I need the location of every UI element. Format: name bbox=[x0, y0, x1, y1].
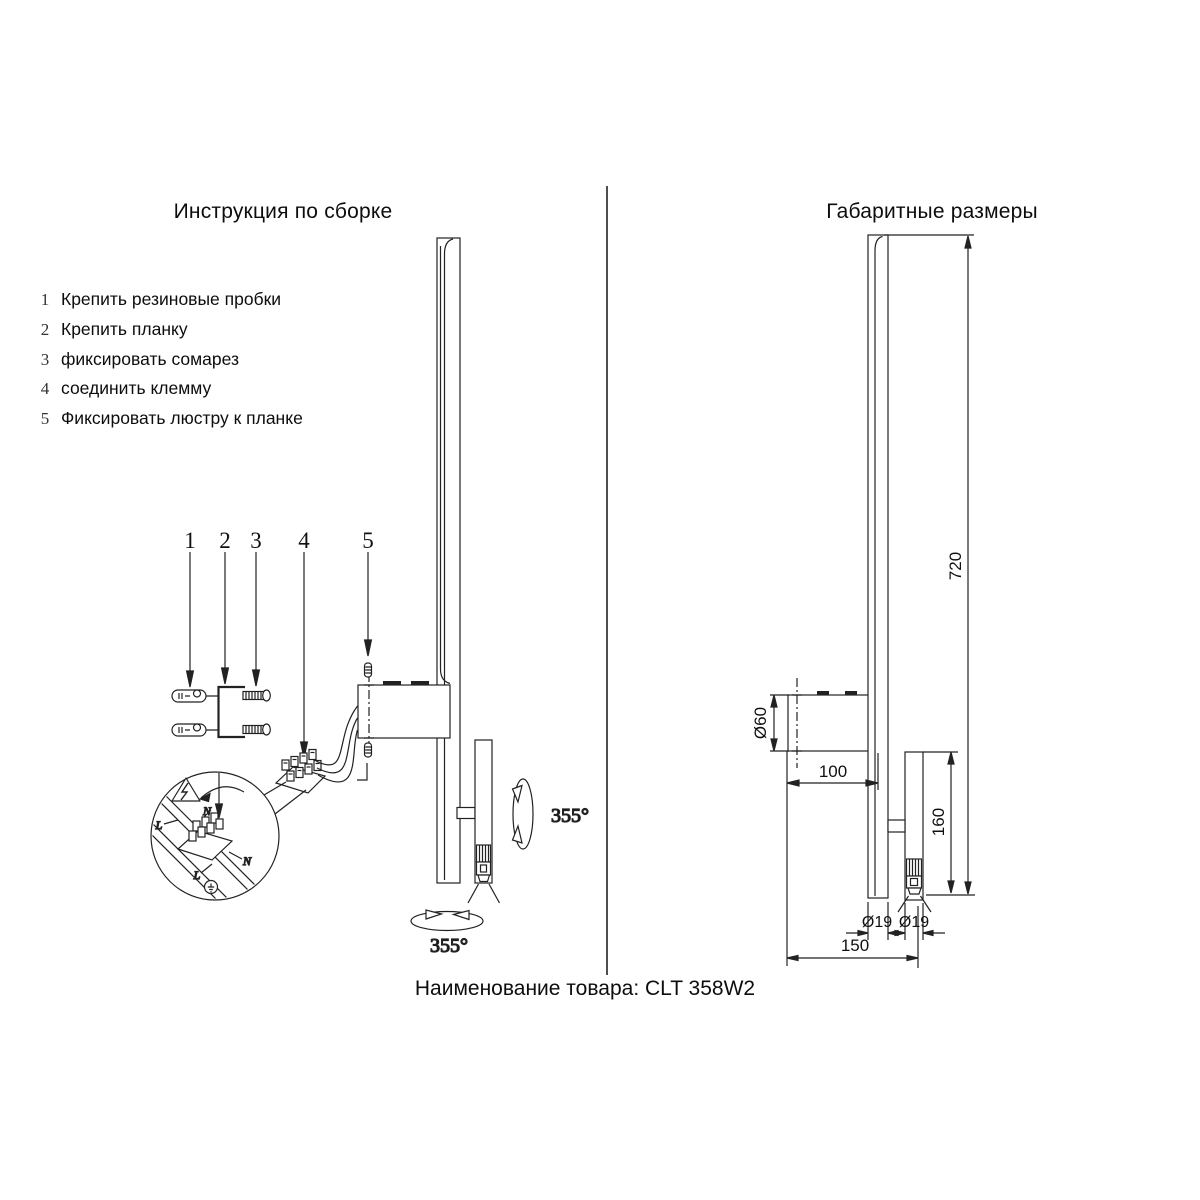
screw bbox=[242, 723, 271, 736]
right-panel-title: Габаритные размеры bbox=[826, 200, 1038, 223]
spot-head bbox=[467, 844, 501, 904]
callout-3: 3 bbox=[250, 528, 262, 553]
left-panel-title: Инструкция по сборке bbox=[173, 200, 393, 223]
dim-720-label: 720 bbox=[946, 552, 965, 580]
product-name-label: Наименование товара: CLT 358W2 bbox=[414, 977, 756, 1000]
mount-box-dim bbox=[787, 678, 879, 768]
wire-label-l: L bbox=[193, 868, 201, 882]
tube-bracket-dim bbox=[887, 819, 906, 833]
fixing-screw-top bbox=[363, 662, 373, 678]
dim-160-label: 160 bbox=[929, 808, 948, 836]
light-beam bbox=[467, 883, 501, 904]
left-assembly-diagram: N L N L bbox=[150, 237, 590, 958]
dim-150-label: 150 bbox=[841, 936, 869, 955]
wires bbox=[315, 705, 359, 783]
step-number: 3 bbox=[40, 349, 50, 369]
step-item: 5 Фиксировать люстру к планке bbox=[36, 408, 303, 438]
callout-1: 1 bbox=[184, 528, 196, 553]
step-number: 4 bbox=[40, 379, 50, 399]
step-item: 4 соединить клемму bbox=[36, 378, 303, 408]
step-number: 5 bbox=[40, 409, 50, 429]
step-number: 2 bbox=[40, 319, 50, 339]
dim-height bbox=[884, 234, 974, 895]
rubber-plug bbox=[171, 723, 207, 737]
dim-60-label: Ø60 bbox=[751, 707, 770, 739]
callout-leaders bbox=[185, 552, 373, 759]
step-text: Фиксировать люстру к планке bbox=[61, 408, 303, 429]
spot-head-dim bbox=[897, 858, 932, 913]
dim-19-right-label: Ø19 bbox=[899, 914, 929, 931]
ground-icon bbox=[203, 879, 219, 895]
dim-box-diameter bbox=[770, 694, 789, 752]
terminal-block bbox=[274, 748, 327, 794]
mounting-strap bbox=[217, 685, 245, 739]
step-item: 1 Крепить резиновые пробки bbox=[36, 289, 303, 319]
tube-bracket bbox=[456, 806, 476, 820]
mount-hole bbox=[411, 681, 429, 685]
mount-hole bbox=[383, 681, 401, 685]
callout-numbers: 1 2 3 4 5 bbox=[184, 528, 374, 553]
lamp-bar-dim bbox=[867, 234, 889, 899]
step-text: Крепить резиновые пробки bbox=[61, 289, 282, 309]
right-dimension-drawing bbox=[770, 234, 975, 968]
step-item: 2 Крепить планку bbox=[36, 319, 303, 349]
wire-label-l: L bbox=[155, 818, 163, 832]
lamp-bar bbox=[436, 237, 461, 884]
terminal-block-detail bbox=[176, 812, 234, 861]
rubber-plug bbox=[171, 689, 207, 703]
wire-label-n: N bbox=[242, 854, 252, 868]
screw bbox=[242, 689, 271, 702]
step-text: фиксировать сомарез bbox=[61, 348, 240, 369]
warning-triangle-icon bbox=[171, 777, 201, 802]
dim-box-width bbox=[786, 751, 879, 966]
dimension-labels: 720 Ø60 100 160 Ø19 Ø19 150 bbox=[751, 552, 965, 955]
insert-arrow bbox=[214, 773, 224, 819]
rotation-indicator-bottom bbox=[410, 909, 484, 932]
assembly-steps-list: 1 Крепить резиновые пробки 2 Крепить пла… bbox=[36, 289, 303, 438]
dim-tube-height bbox=[923, 751, 975, 896]
dim-total-width bbox=[786, 906, 919, 968]
mount-box bbox=[357, 673, 451, 750]
rotation-angle-bottom: 355° bbox=[430, 935, 468, 957]
callout-5: 5 bbox=[362, 528, 374, 553]
rotation-indicator-side bbox=[511, 778, 534, 850]
step-item: 3 фиксировать сомарез bbox=[36, 349, 303, 379]
callout-2: 2 bbox=[219, 528, 231, 553]
step-number: 1 bbox=[40, 290, 50, 309]
callout-4: 4 bbox=[298, 528, 310, 553]
step-text: соединить клемму bbox=[61, 378, 212, 399]
wire-label-n: N bbox=[202, 804, 212, 818]
step-text: Крепить планку bbox=[61, 318, 188, 339]
corner-bracket bbox=[357, 763, 368, 781]
wiring-detail-circle: N L N L bbox=[150, 771, 280, 901]
dim-100-label: 100 bbox=[819, 762, 847, 781]
dim-diameters bbox=[846, 902, 945, 940]
rotate-arc bbox=[198, 786, 245, 803]
fixing-screw-bottom bbox=[363, 742, 373, 758]
dim-19-left-label: Ø19 bbox=[862, 914, 892, 931]
rotation-angle-side: 355° bbox=[551, 805, 589, 827]
